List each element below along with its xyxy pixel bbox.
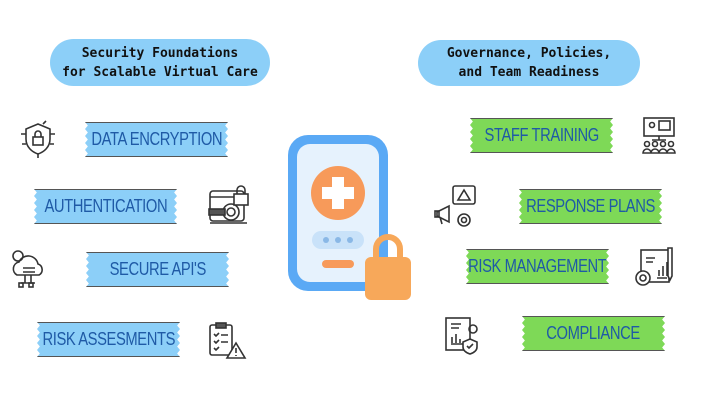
report-gear-icon: [633, 246, 676, 289]
heading-line: for Scalable Virtual Care: [62, 64, 258, 80]
tag-label: AUTHENTICATION: [44, 196, 167, 216]
security-foundations-heading: Security Foundations for Scalable Virtua…: [50, 39, 270, 86]
tag-staff-training: STAFF TRAINING: [470, 118, 613, 153]
padlock-icon: [373, 234, 403, 259]
clipboard-warning-icon: [207, 321, 247, 360]
governance-heading: Governance, Policies, and Team Readiness: [418, 40, 640, 86]
fingerprint-lock-icon: [207, 185, 251, 229]
heading-line: Security Foundations: [81, 45, 239, 61]
tag-label: STAFF TRAINING: [484, 125, 599, 145]
tag-label: COMPLIANCE: [546, 323, 641, 343]
cloud-network-icon: [9, 247, 49, 289]
tag-compliance: COMPLIANCE: [522, 316, 665, 351]
megaphone-alert-icon: [433, 184, 477, 229]
tag-data-encryption: DATA ENCRYPTION: [85, 122, 228, 157]
tag-label: RISK MANAGEMENT: [468, 256, 607, 276]
tag-risk-management: RISK MANAGEMENT: [466, 249, 609, 284]
tag-label: SECURE API'S: [109, 259, 206, 279]
tag-risk-assesments: RISK ASSESMENTS: [37, 322, 180, 357]
tag-authentication: AUTHENTICATION: [34, 189, 177, 224]
tag-secure-apis: SECURE API'S: [86, 252, 229, 287]
heading-line: and Team Readiness: [458, 65, 600, 80]
shield-lock-icon: [17, 119, 59, 159]
presentation-audience-icon: [640, 116, 678, 155]
document-shield-icon: [443, 315, 480, 355]
tag-label: DATA ENCRYPTION: [91, 129, 222, 149]
tag-response-plans: RESPONSE PLANS: [519, 189, 662, 224]
phone-health-lock-illustration: [286, 133, 414, 303]
tag-label: RISK ASSESMENTS: [42, 329, 175, 349]
heading-line: Governance, Policies,: [446, 46, 612, 61]
tag-label: RESPONSE PLANS: [526, 196, 655, 216]
